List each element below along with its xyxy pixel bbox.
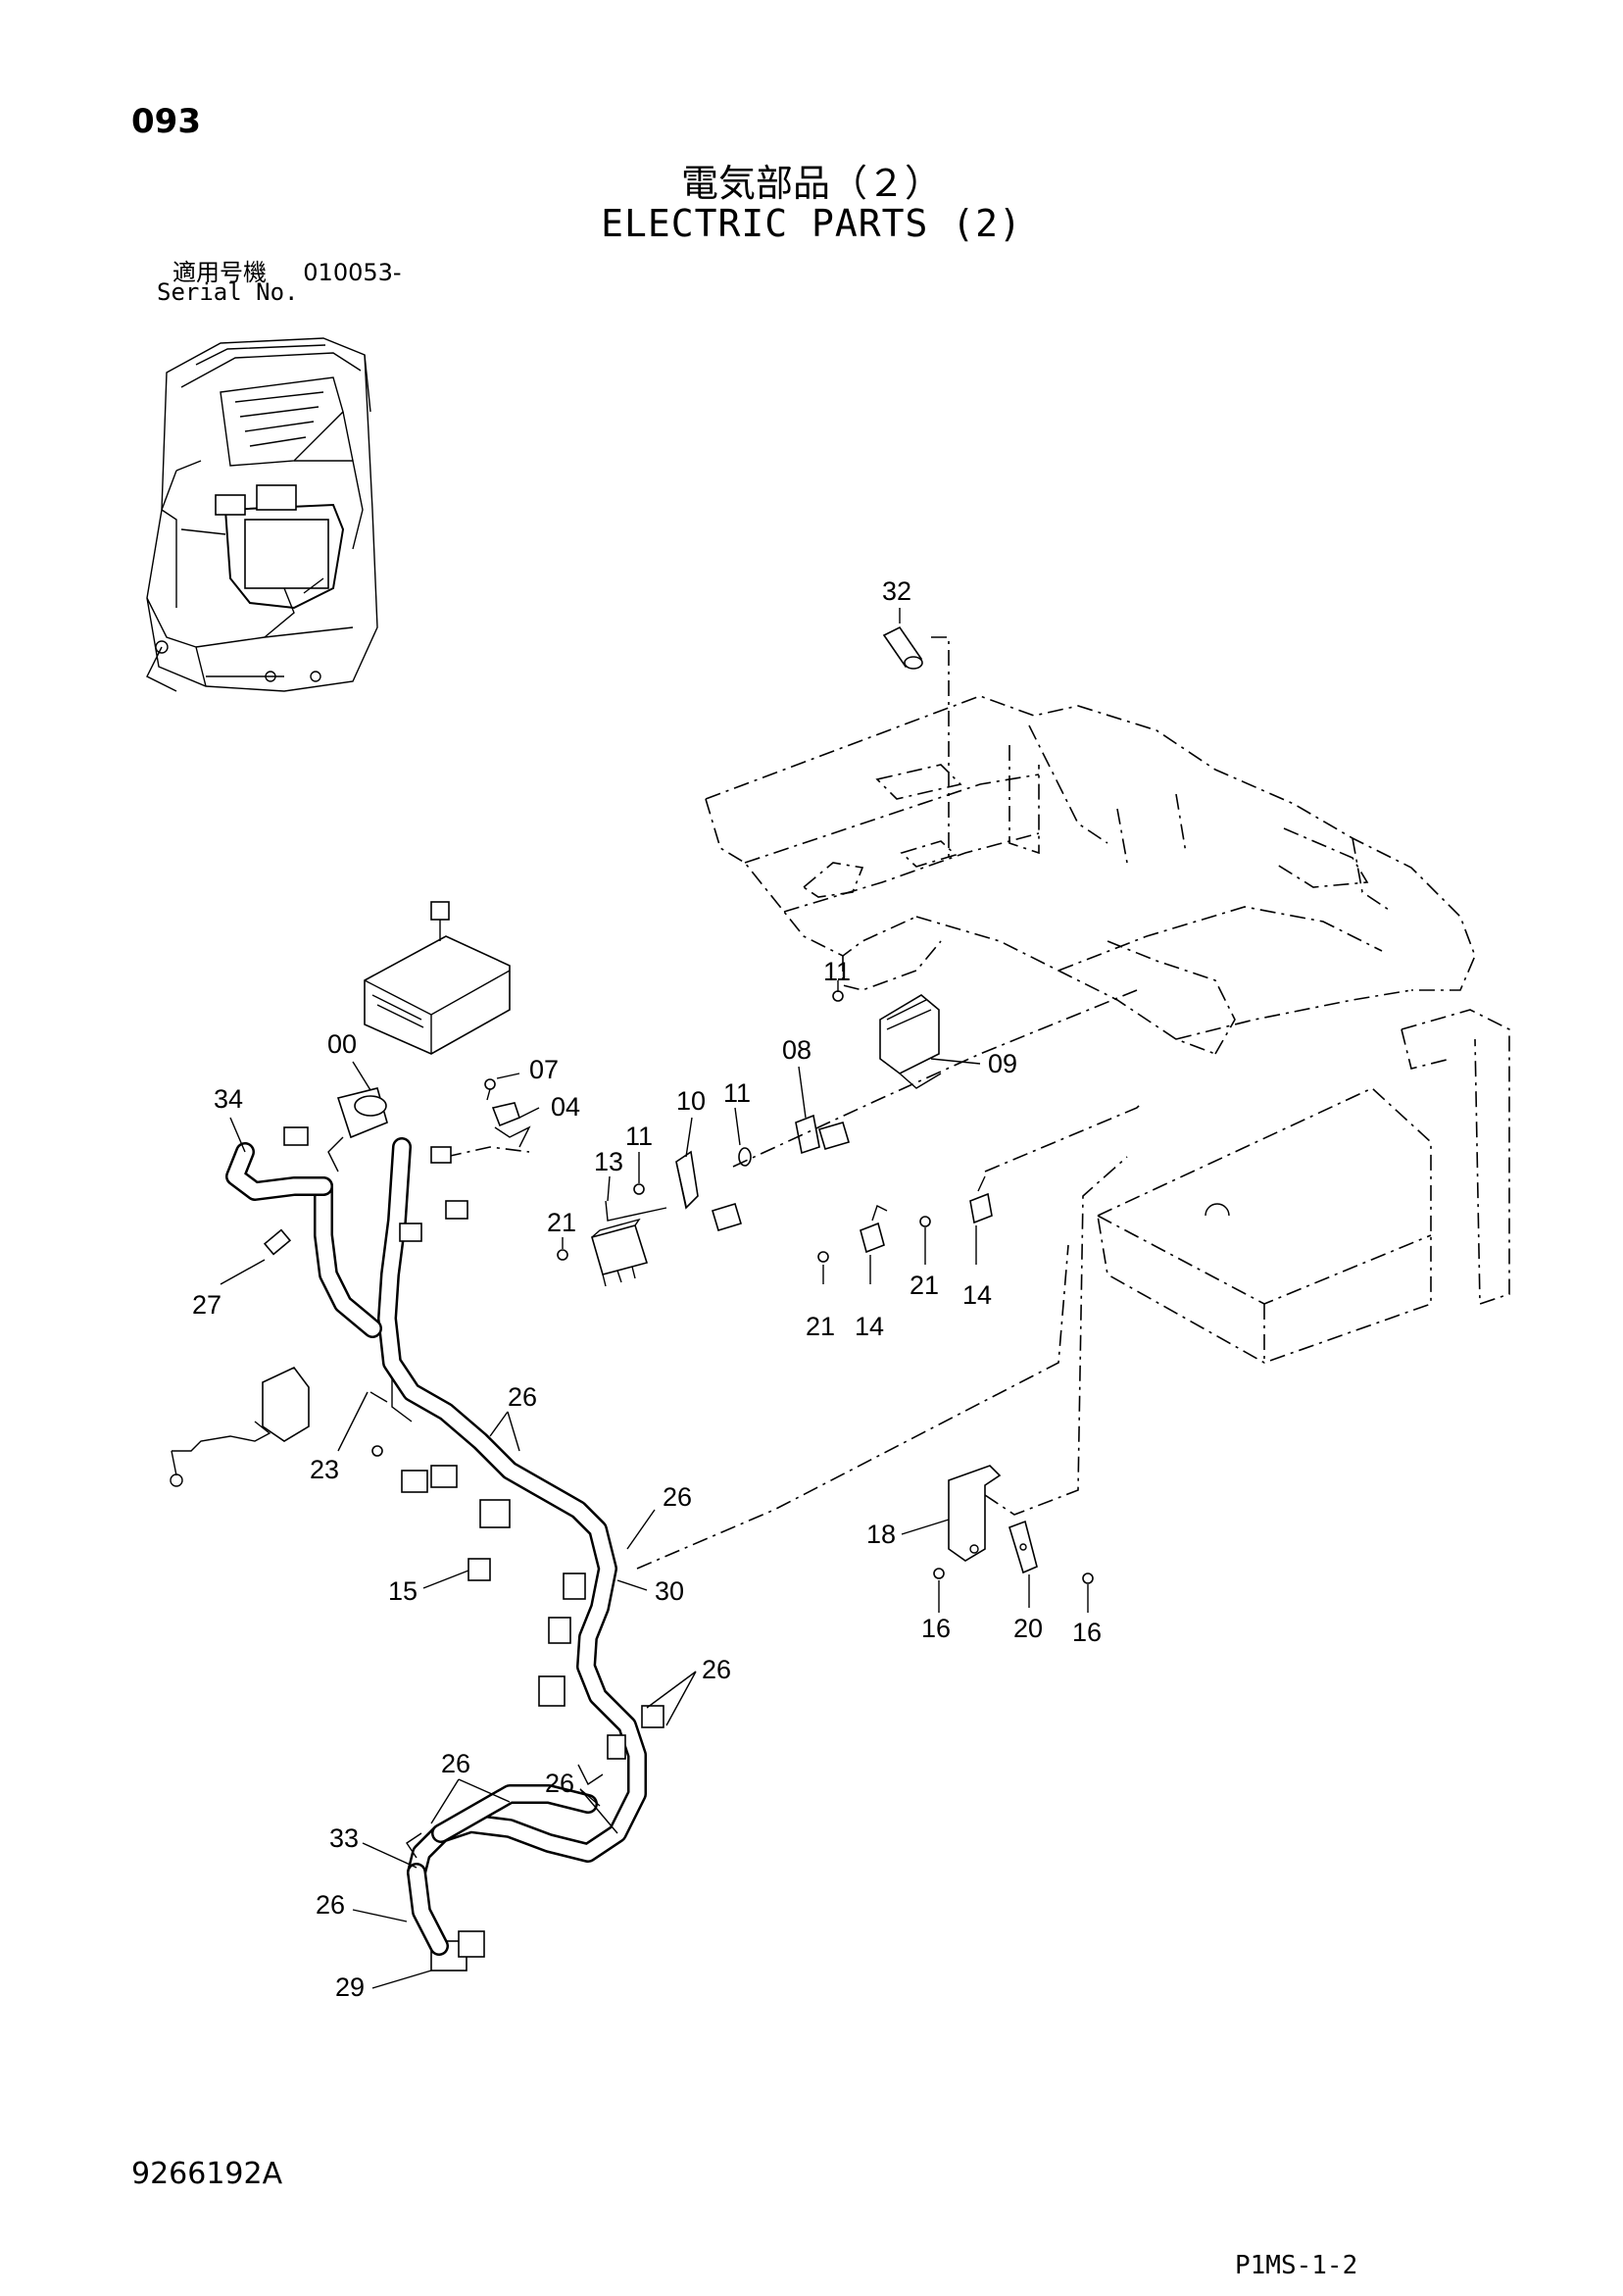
page-number: 093	[131, 102, 201, 141]
part-32-plug	[882, 625, 950, 863]
callout-11-a: 11	[823, 957, 851, 986]
page-title-japanese: 電気部品（２）	[680, 162, 942, 205]
sheet-code: P1MS-1-2	[1235, 2251, 1358, 2280]
callout-21-c: 21	[910, 1271, 939, 1300]
callout-33: 33	[329, 1823, 359, 1853]
serial-value: 010053-	[303, 259, 402, 286]
leader-lines	[220, 608, 1089, 1989]
part-09-bracket	[879, 994, 942, 1089]
fuse-box	[364, 901, 511, 1055]
callout-26-b: 26	[663, 1482, 692, 1512]
callout-16-a: 16	[921, 1614, 951, 1643]
callout-labels: 32 11 08 09 00 07 04 34 10 11 11 13 21 2…	[192, 576, 1102, 2002]
callout-16-b: 16	[1072, 1618, 1102, 1647]
part-18-bracket	[948, 1156, 1128, 1574]
part-14-relays	[860, 1102, 1143, 1254]
callout-23: 23	[310, 1455, 339, 1484]
callout-10: 10	[676, 1086, 706, 1116]
callout-21-b: 21	[806, 1312, 835, 1341]
part-10-bracket	[675, 1150, 742, 1231]
callout-14-a: 14	[855, 1312, 884, 1341]
callout-00: 00	[327, 1029, 357, 1059]
callout-18: 18	[866, 1520, 896, 1549]
callout-14-b: 14	[962, 1280, 992, 1310]
document-number: 9266192A	[131, 2157, 283, 2191]
callout-26-c: 26	[702, 1655, 731, 1684]
serial-label-japanese: 適用号機	[172, 259, 267, 286]
part-08-sensor	[732, 989, 1138, 1168]
cab-floor-frame	[705, 695, 1510, 1364]
callout-04: 04	[551, 1092, 580, 1122]
callout-29: 29	[335, 1972, 365, 2002]
callout-09: 09	[988, 1049, 1017, 1078]
callout-32: 32	[882, 576, 911, 606]
part-13-relay	[591, 1200, 667, 1287]
part-00-key-switch	[327, 1087, 388, 1173]
serial-applicability: 適用号機 010053-	[172, 253, 402, 287]
cab-location-inset	[146, 337, 378, 692]
callout-11-c: 11	[625, 1122, 653, 1151]
left-mount-bracket	[170, 1366, 310, 1487]
callout-30: 30	[655, 1576, 684, 1606]
main-wire-harness	[225, 1137, 647, 1882]
callout-26-d: 26	[441, 1749, 470, 1778]
callout-26-f: 26	[316, 1890, 345, 1920]
page-title-english: ELECTRIC PARTS (2)	[601, 202, 1022, 245]
callout-07: 07	[529, 1055, 559, 1084]
serial-label-english: Serial No.	[157, 278, 299, 306]
part-04-07-small-parts	[445, 1078, 531, 1158]
callout-26-e: 26	[545, 1769, 574, 1798]
callout-27: 27	[192, 1290, 221, 1320]
branch-harness-33	[406, 1764, 604, 1956]
callout-26-a: 26	[508, 1382, 537, 1412]
callout-20: 20	[1013, 1614, 1043, 1643]
callout-15: 15	[388, 1576, 418, 1606]
callout-08: 08	[782, 1035, 812, 1065]
callout-13: 13	[594, 1147, 623, 1176]
callout-21-a: 21	[547, 1208, 576, 1237]
callout-11-b: 11	[723, 1078, 751, 1108]
callout-34: 34	[214, 1084, 243, 1114]
screws	[371, 990, 1094, 1584]
routing-line-30	[636, 1244, 1069, 1570]
harness-connectors	[263, 1126, 664, 1972]
